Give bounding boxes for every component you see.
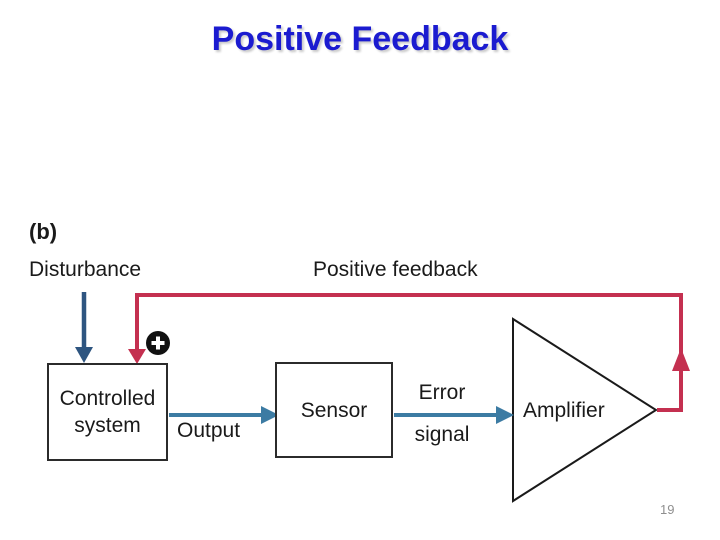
controlled-system-box: Controlled system (47, 363, 168, 461)
error-signal-label-line1: Error (418, 381, 466, 404)
slide-title: Positive Feedback (211, 20, 509, 58)
feedback-down-arrowhead (128, 349, 146, 364)
controlled-system-label-line2: system (74, 414, 141, 437)
sensor-box: Sensor (275, 362, 393, 458)
panel-label: (b) (29, 219, 58, 244)
page-number: 19 (660, 502, 675, 517)
sensor-label: Sensor (300, 398, 368, 422)
error-signal-label-line2: signal (414, 423, 470, 446)
amplifier-triangle (512, 317, 658, 503)
output-label: Output (177, 419, 241, 442)
controlled-system-label-line1: Controlled (59, 387, 156, 410)
disturbance-label: Disturbance (29, 258, 142, 281)
output-arrowhead (261, 406, 279, 424)
feedback-up-arrowhead (672, 348, 690, 371)
amplifier-label: Amplifier (523, 399, 605, 422)
positive-feedback-label: Positive feedback (313, 258, 478, 281)
error-arrowhead (496, 406, 514, 424)
disturbance-arrowhead (75, 347, 93, 363)
feedback-loop-line (135, 293, 683, 412)
